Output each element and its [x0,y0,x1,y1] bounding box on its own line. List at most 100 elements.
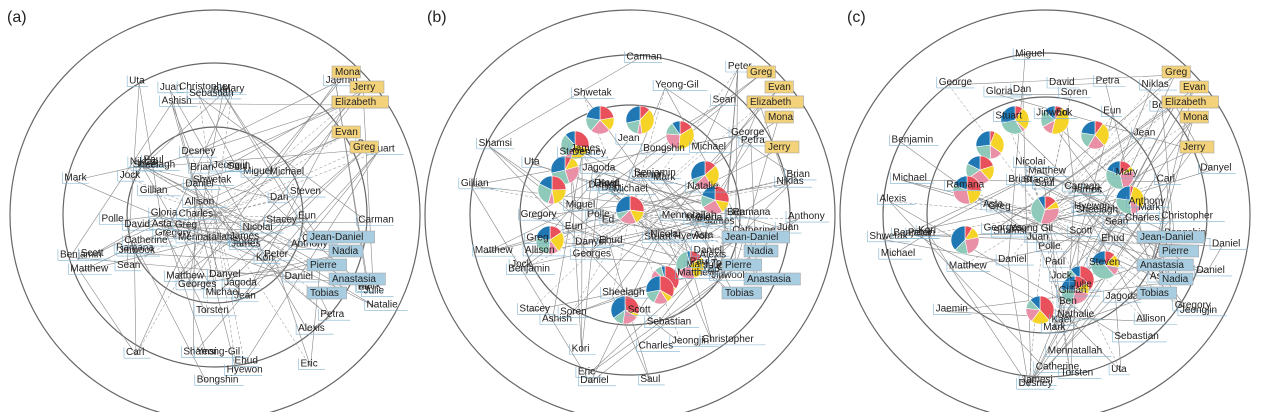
node-label: Ramana [116,243,154,254]
edge [569,214,631,315]
node-label: Mennatallah [662,210,716,221]
node-label: Matthew [166,271,205,282]
node-label: Julie [703,260,724,271]
edge [902,180,1151,241]
edge [927,232,1029,387]
panel-label: (b) [427,9,447,26]
edge [362,89,374,294]
node-label: Michael [692,141,726,152]
edge [1044,86,1152,216]
edge [214,214,216,295]
edge [902,180,1207,274]
node-label: Stacey [1023,175,1054,186]
node-label: Ed [358,281,370,292]
node-label: Bongshin [197,374,239,385]
highlight-box [331,95,389,109]
node-label: Eric [301,359,318,370]
pie-glyph [1080,120,1110,150]
pie-slice [624,295,640,315]
ring-1 [424,9,836,412]
edge [128,214,216,254]
pie-glyph [1000,105,1030,135]
edge [629,214,722,278]
node-label: Asta [983,199,1003,210]
edge [138,83,162,216]
highlight-box [1136,286,1177,300]
node-label: Desney [1019,378,1053,389]
edge [164,91,233,236]
node-label: Carman [1064,181,1100,192]
edge [585,149,779,245]
node-label: Daniel [998,254,1026,265]
node-label: Sebastian [189,88,233,99]
pie-slice [585,105,601,121]
pie-slice [1039,295,1055,321]
node-label: Hyewon [227,364,263,375]
edge [214,134,346,216]
edge [580,150,716,225]
edge [80,174,280,272]
edge [310,267,321,367]
edge [1044,214,1173,255]
highlight-box [1179,80,1209,94]
node-label: Anthony [788,211,825,222]
node-label: Allison [525,245,554,256]
panel-1: (a)PollePeterRamanaEdKaelShamsiShwetakGl… [7,9,421,412]
edge [176,193,300,279]
edge [671,104,761,218]
node-label: Saul [227,161,247,172]
edge [139,164,302,247]
edge [214,214,302,247]
edge [214,214,242,245]
edge [134,214,216,228]
node-label: Ramana [733,207,771,218]
pie-slice [989,131,1005,154]
edge [995,93,1071,96]
edge [195,186,242,247]
node-label: Asta [152,218,172,229]
node-label: Saul [1035,178,1055,189]
edge [198,95,238,169]
edge [169,89,220,278]
pie-glyph [1030,195,1060,225]
edge [889,201,1047,370]
node-label: Georges [984,223,1022,234]
edge [214,174,280,216]
pie-slice [539,175,553,191]
node-label: Nadia [747,246,774,257]
edge [135,239,189,356]
edge [609,220,696,244]
pie-glyph [975,130,1005,160]
node-label: Carl [1157,173,1175,184]
node-label: Mark [1043,322,1066,333]
node-label: Daniel [694,245,722,256]
edge [629,214,736,241]
edge [90,134,346,257]
pie-slice [675,251,691,272]
node-label: Ashish [542,314,572,325]
node-label: Jean-Daniel [310,232,363,243]
node-label: Uta [524,156,540,167]
node-label: Charles [1125,213,1159,224]
edge [1030,316,1068,383]
node-label: Miguel [566,199,595,210]
node-label: Ramana [946,180,984,191]
node-label: Sebastian [647,317,691,328]
pie-slice [678,127,695,150]
node-label: Greg [526,233,548,244]
edge [993,203,1139,231]
edge [171,103,346,106]
pie-glyph [625,105,655,135]
node-label: Jock [1051,271,1073,282]
node-label: Stuart [995,111,1022,122]
edge [1044,214,1172,219]
edge [1044,181,1167,216]
edge [198,95,216,216]
edge [585,214,631,245]
edge [488,145,657,325]
edge [142,167,216,296]
edge [239,238,377,308]
